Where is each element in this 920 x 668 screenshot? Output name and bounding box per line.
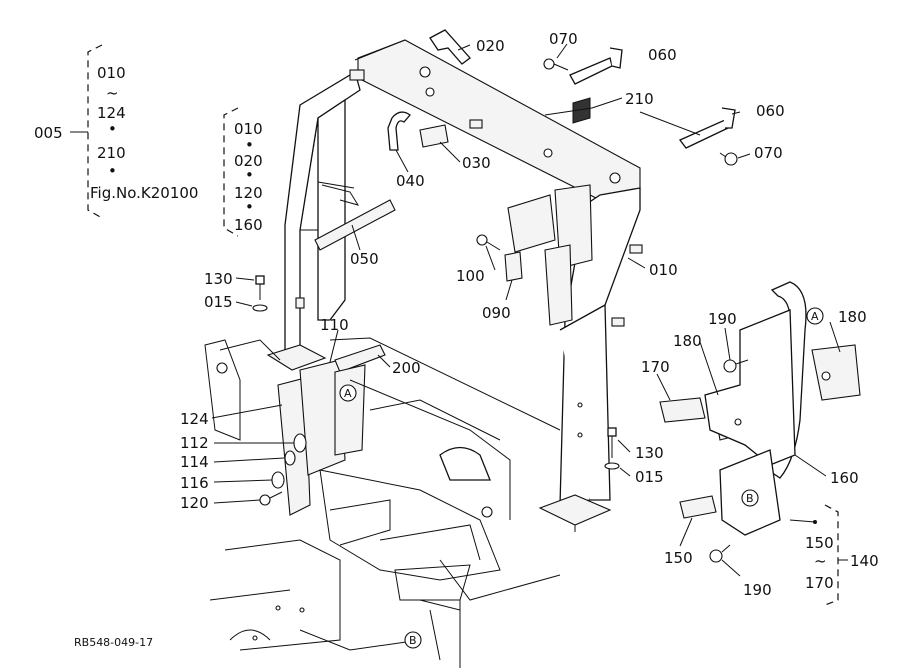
g2-sep: • — [245, 198, 254, 216]
part-050-strip — [314, 199, 396, 251]
part-200-stay — [334, 344, 386, 373]
label-170: 170 — [641, 358, 670, 376]
label-015: 015 — [204, 293, 233, 311]
part-112-bushing — [293, 433, 307, 453]
label-116: 116 — [180, 474, 209, 492]
g1-item: 124 — [97, 104, 126, 122]
g1-sep: ~ — [106, 84, 119, 102]
base-frame — [204, 337, 561, 668]
label-190: 190 — [743, 581, 772, 599]
g2-item: 160 — [234, 216, 263, 234]
label-070: 070 — [549, 30, 578, 48]
label-180: 180 — [838, 308, 867, 326]
label-015: 015 — [635, 468, 664, 486]
g1-item: 010 — [97, 64, 126, 82]
part-015-washer-left — [252, 304, 268, 312]
part-170-plate — [659, 397, 706, 423]
right-panel-group — [659, 281, 861, 563]
g1-sep: • — [108, 120, 117, 138]
callout-group-140: 150 ~ 170 — [805, 534, 834, 592]
label-180: 180 — [673, 332, 702, 350]
label-160: 160 — [830, 469, 859, 487]
part-020-handle — [429, 29, 471, 65]
label-070: 070 — [754, 144, 783, 162]
part-130-bolt-right — [607, 427, 617, 458]
g2-item: 120 — [234, 184, 263, 202]
part-116-nut — [271, 471, 285, 489]
g1-item: Fig.No.K20100 — [90, 184, 198, 202]
part-114-washer — [284, 450, 296, 466]
part-210-plate — [572, 97, 591, 124]
part-040-clip — [387, 111, 411, 151]
g1-item: 210 — [97, 144, 126, 162]
label-030: 030 — [462, 154, 491, 172]
part-070-bolt-upper — [543, 58, 569, 71]
label-020: 020 — [476, 37, 505, 55]
label-010: 010 — [649, 261, 678, 279]
g3-sep: ~ — [814, 552, 827, 570]
part-190-bolt-upper — [723, 359, 749, 373]
part-060-bracket-upper — [569, 57, 613, 85]
label-110: 110 — [320, 316, 349, 334]
marker-a: A — [811, 310, 819, 323]
label-040: 040 — [396, 172, 425, 190]
part-070-bolt-lower — [719, 152, 738, 166]
label-114: 114 — [180, 453, 209, 471]
label-050: 050 — [350, 250, 379, 268]
g2-item: 010 — [234, 120, 263, 138]
label-090: 090 — [482, 304, 511, 322]
part-180-bracket-right — [811, 344, 861, 401]
label-210: 210 — [625, 90, 654, 108]
label-060: 060 — [756, 102, 785, 120]
g3-item: 170 — [805, 574, 834, 592]
part-130-bolt-left — [255, 275, 265, 300]
label-112: 112 — [180, 434, 209, 452]
reference-code: RB548-049-17 — [74, 636, 153, 649]
callout-group-005: 010 ~ 124 • 210 • Fig.No.K20100 — [90, 64, 198, 202]
label-100: 100 — [456, 267, 485, 285]
part-015-washer-right — [604, 462, 620, 470]
part-100-bolt — [476, 234, 501, 251]
part-090-bracket — [504, 251, 523, 282]
label-124: 124 — [180, 410, 209, 428]
label-130: 130 — [635, 444, 664, 462]
label-130: 130 — [204, 270, 233, 288]
label-200: 200 — [392, 359, 421, 377]
callout-group-2: 010 • 020 • 120 • 160 — [234, 120, 263, 234]
rops-frame — [266, 39, 643, 532]
label-140: 140 — [850, 552, 879, 570]
marker-b: B — [409, 634, 417, 647]
marker-a: A — [344, 387, 352, 400]
part-150-block — [679, 495, 717, 519]
part-120-bolt — [259, 491, 283, 506]
label-150: 150 — [664, 549, 693, 567]
label-005: 005 — [34, 124, 63, 142]
part-060-bracket-lower — [678, 119, 729, 149]
g1-sep: • — [108, 162, 117, 180]
part-030-block — [419, 124, 449, 148]
marker-b: B — [746, 492, 754, 505]
g2-item: 020 — [234, 152, 263, 170]
label-060: 060 — [648, 46, 677, 64]
g2-sep: • — [245, 136, 254, 154]
g2-sep: • — [245, 166, 254, 184]
label-120: 120 — [180, 494, 209, 512]
label-190: 190 — [708, 310, 737, 328]
part-190-bolt-lower — [709, 544, 731, 563]
g3-item: 150 — [805, 534, 834, 552]
